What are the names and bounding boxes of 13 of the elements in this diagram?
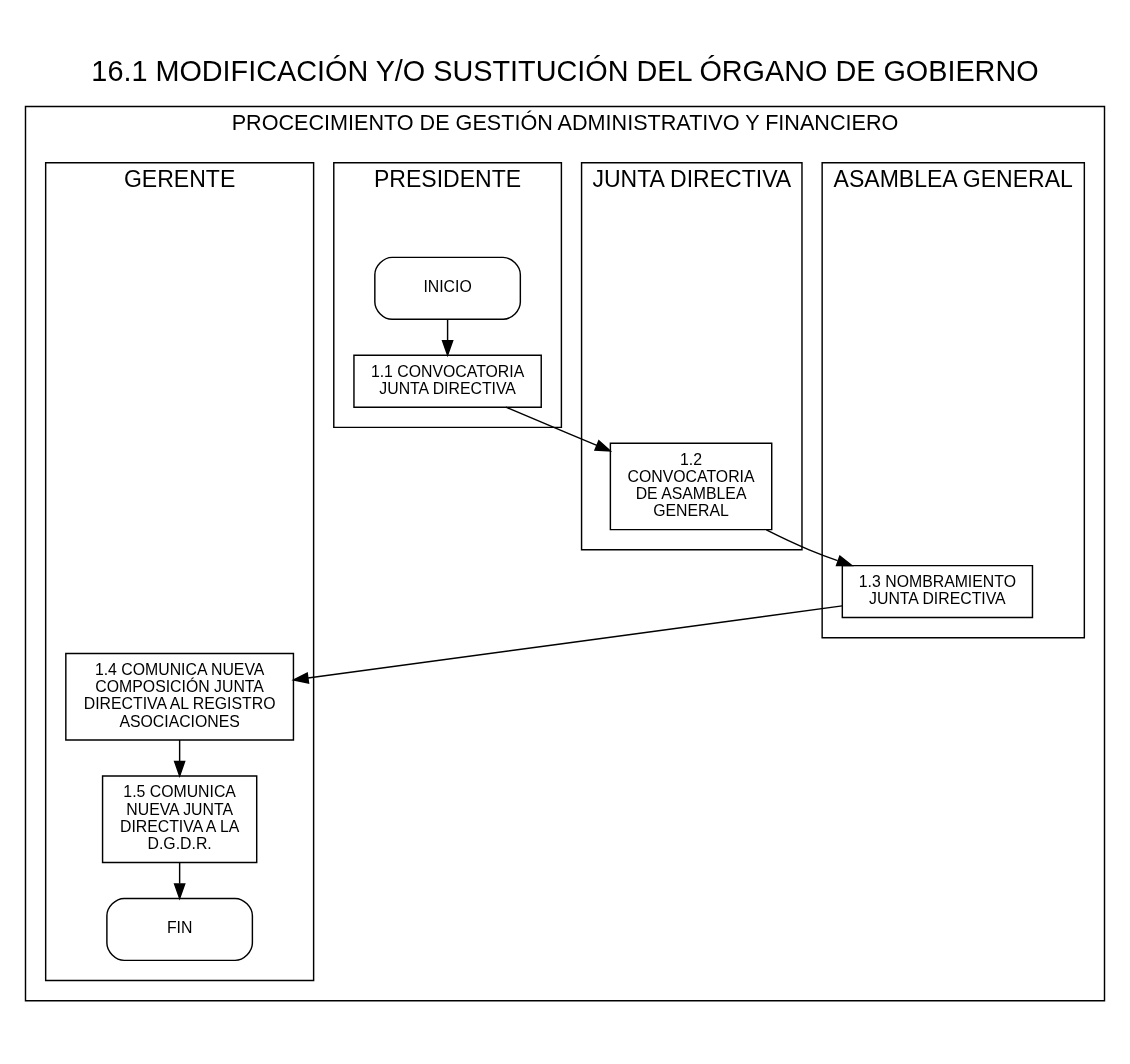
arrow <box>765 529 854 567</box>
node-box: FIN <box>106 897 254 962</box>
node-box: 1.3 NOMBRAMIENTO JUNTA DIRECTIVA <box>841 564 1034 619</box>
node-box: 1.2 CONVOCATORIA DE ASAMBLEA GENERAL <box>609 442 773 531</box>
arrow <box>173 739 186 778</box>
node-box: 1.5 COMUNICA NUEVA JUNTA DIRECTIVA A LA D.G.D.R. <box>101 775 258 864</box>
node-box: 1.4 COMUNICA NUEVA COMPOSICIÓN JUNTA DIRECTIVA AL REGISTRO ASOCIACIONES <box>65 652 295 741</box>
node-box: INICIO <box>374 256 522 321</box>
diagram-title: 16.1 MODIFICACIÓN Y/O SUSTITUCIÓN DEL ÓRGANO DE GOBIERNO <box>91 54 1039 87</box>
arrow <box>173 861 186 901</box>
node-box: 1.1 CONVOCATORIA JUNTA DIRECTIVA <box>353 354 542 408</box>
arrow <box>441 319 454 358</box>
arrow <box>291 605 843 684</box>
